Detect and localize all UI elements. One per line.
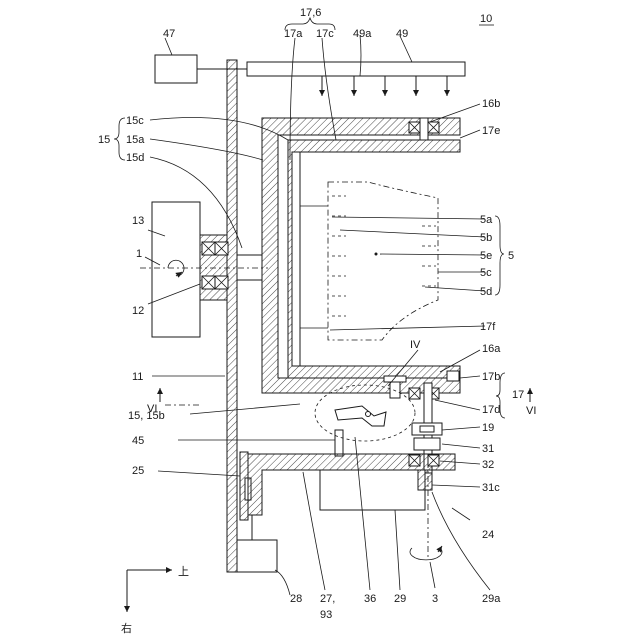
label-17c: 17c (316, 28, 334, 40)
label-17d: 17d (482, 404, 500, 416)
label-15a: 15a (126, 134, 145, 146)
label-36: 36 (364, 593, 376, 605)
label-5b: 5b (480, 232, 492, 244)
label-3: 3 (432, 593, 438, 605)
label-17f: 17f (480, 321, 496, 333)
label-15-15b: 15, 15b (128, 410, 165, 422)
label-17e: 17e (482, 125, 500, 137)
bearing-lower (202, 276, 228, 289)
label-5a: 5a (480, 214, 493, 226)
label-VI-right: VI (526, 405, 536, 417)
block-29 (320, 470, 425, 510)
orientation-up-label: 上 (178, 565, 189, 578)
label-IV: IV (410, 339, 421, 351)
label-49a: 49a (353, 28, 372, 40)
label-31c: 31c (482, 482, 500, 494)
rail-49 (247, 62, 465, 76)
frame-17 (288, 140, 460, 378)
label-29a: 29a (482, 593, 501, 605)
label-17b: 17b (482, 371, 500, 383)
label-47: 47 (163, 28, 175, 40)
label-17: 17 (512, 389, 524, 401)
label-16a: 16a (482, 343, 501, 355)
label-5c: 5c (480, 267, 492, 279)
label-1: 1 (136, 248, 142, 260)
label-17a: 17a (284, 28, 303, 40)
label-5e: 5e (480, 250, 492, 262)
label-12: 12 (132, 305, 144, 317)
label-24: 24 (482, 529, 494, 541)
motor-28 (237, 540, 277, 572)
down-arrows (322, 76, 447, 96)
label-29: 29 (394, 593, 406, 605)
figure-number: 10 (480, 13, 492, 25)
orientation-indicator: 上 右 (121, 565, 189, 635)
label-13: 13 (132, 215, 144, 227)
label-5d: 5d (480, 286, 492, 298)
label-19: 19 (482, 422, 494, 434)
workpiece-details (300, 196, 436, 328)
label-32: 32 (482, 459, 494, 471)
bearing-upper (202, 242, 228, 255)
motor-47-box (155, 55, 197, 83)
label-15c: 15c (126, 115, 144, 127)
label-15: 15 (98, 134, 110, 146)
latch-36 (335, 406, 386, 426)
label-93: 93 (320, 609, 332, 621)
label-25: 25 (132, 465, 144, 477)
label-27: 27, (320, 593, 335, 605)
label-5: 5 (508, 250, 514, 262)
label-17-6: 17,6 (300, 7, 321, 19)
label-45: 45 (132, 435, 144, 447)
orientation-right-label: 右 (121, 621, 132, 635)
motor-13 (152, 202, 200, 337)
label-16b: 16b (482, 98, 500, 110)
label-15d: 15d (126, 152, 144, 164)
label-31: 31 (482, 443, 494, 455)
label-49: 49 (396, 28, 408, 40)
label-28: 28 (290, 593, 302, 605)
wall-11 (227, 60, 237, 572)
label-11: 11 (132, 371, 143, 383)
